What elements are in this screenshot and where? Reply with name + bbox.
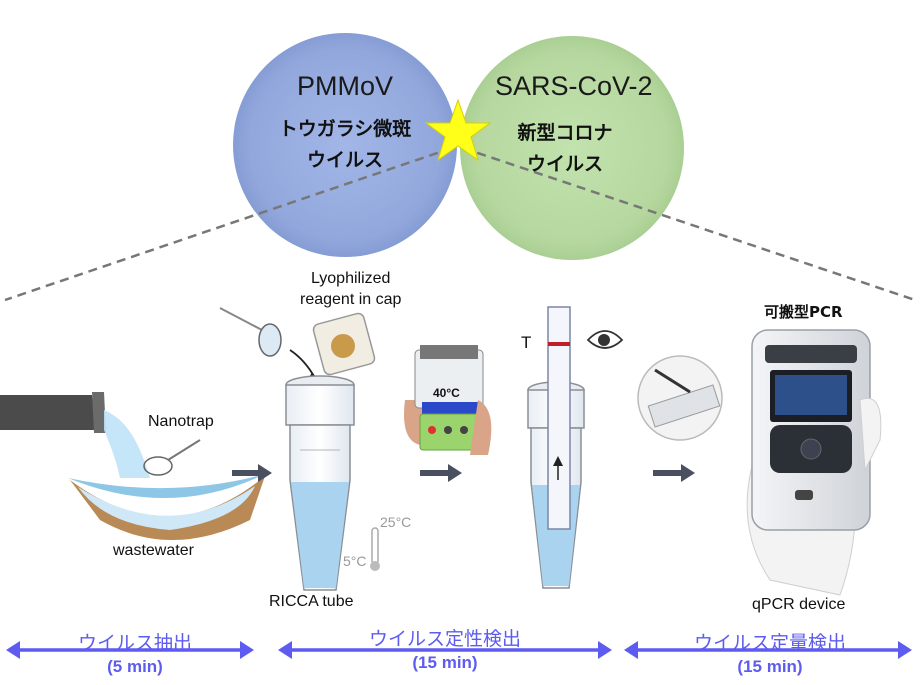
venn-circle-sars [460,36,684,260]
step-span-1 [6,641,254,659]
step-qualitative: ウイルス定性検出 (15 min) [330,624,560,673]
zoom-line-left [4,146,453,302]
process-arrow-2 [420,464,462,482]
step-extraction-title: ウイルス抽出 [77,632,192,654]
eye-icon [586,330,624,349]
reagent-cap [312,312,376,376]
qpcr-device-label: qPCR device [752,596,846,613]
strip-mark-label: T [521,333,532,352]
step-quantitative: ウイルス定量検出 (15 min) [660,628,880,677]
sample-chip [637,355,723,441]
heater-temp-label: 40°C [433,386,460,400]
sars-japanese-name: 新型コロナ ウイルス [495,118,635,180]
temp-low-label: 5°C [343,553,367,569]
sars-name-line1: 新型コロナ [517,122,613,144]
pmmov-name-line1: トウガラシ微斑 [278,118,412,140]
wastewater-illustration [0,392,265,540]
ricca-tube [285,375,355,591]
step-qualitative-title: ウイルス定性検出 [368,628,521,650]
step-quantitative-time: (15 min) [737,657,803,676]
ricca-tube-label: RICCA tube [269,593,354,610]
zoom-line-right [462,146,916,302]
lateral-flow-tube [527,306,585,589]
step-span-3 [624,641,912,659]
process-arrow-3 [653,464,695,482]
step-extraction-time: (5 min) [107,657,163,676]
step-extraction: ウイルス抽出 (5 min) [45,628,225,677]
portable-pcr-label: 可搬型PCR [764,303,843,321]
qpcr-device [746,329,882,596]
step-quantitative-title: ウイルス定量検出 [693,632,846,654]
pmmov-name-line2: ウイルス [306,149,383,171]
process-arrow-1 [232,464,272,482]
pmmov-japanese-name: トウガラシ微斑 ウイルス [270,114,420,176]
sars-title: SARS-CoV-2 [495,71,653,101]
sars-name-line2: ウイルス [526,153,603,175]
nanotrap-label: Nanotrap [148,413,214,430]
heater-device [404,345,492,455]
lyophilized-label: Lyophilized reagent in cap [300,270,402,308]
temp-high-label: 25°C [380,514,412,530]
step-qualitative-time: (15 min) [412,653,478,672]
wastewater-label: wastewater [113,542,194,559]
star-icon [424,98,492,162]
nanotrap-tool [219,307,320,382]
pmmov-title: PMMoV [297,71,394,101]
venn-circle-pmmov [233,33,457,257]
thermometer-icon [370,527,380,571]
step-span-2 [278,641,612,659]
